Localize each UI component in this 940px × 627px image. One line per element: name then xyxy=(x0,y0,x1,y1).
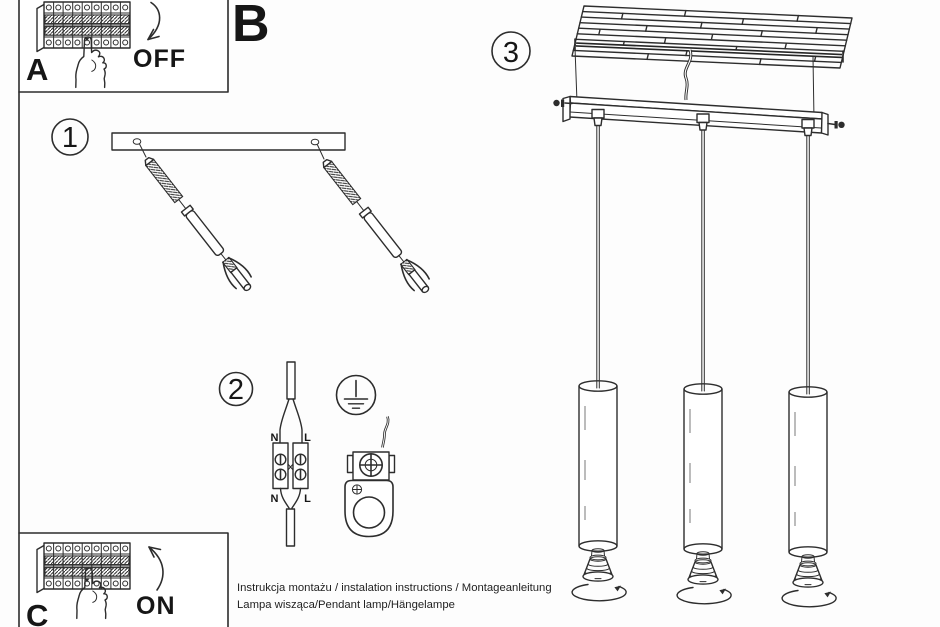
label-l-top: L xyxy=(304,432,311,444)
leader-right xyxy=(317,144,325,160)
terminal-block xyxy=(272,442,309,490)
off-label: OFF xyxy=(133,45,186,73)
bar-hole-right xyxy=(310,138,320,146)
label-l-bottom: L xyxy=(304,493,311,505)
earthing xyxy=(335,374,396,538)
leader-left xyxy=(139,143,147,158)
supply-cable-top xyxy=(279,361,303,444)
suspension-left xyxy=(574,47,578,103)
mains-off-panel: A OFF xyxy=(18,0,229,93)
step-1-badge xyxy=(51,118,89,156)
screw-anchor-icon xyxy=(138,151,258,297)
label-n-top: N xyxy=(271,432,279,444)
footer-title: Instrukcja montażu / instalation instruc… xyxy=(237,582,552,594)
on-label: ON xyxy=(136,592,176,620)
canopy-bar xyxy=(553,95,845,137)
mains-on-panel: C ON xyxy=(18,532,229,627)
step-1-mounting: 1 xyxy=(51,118,436,299)
pendant-lamp xyxy=(781,386,837,608)
mounting-bar xyxy=(111,132,346,151)
step-3-number: 3 xyxy=(503,37,519,69)
earth-terminal-icon xyxy=(346,451,396,481)
cable-gland xyxy=(591,108,605,127)
screw-anchor-icon xyxy=(316,153,436,299)
step-3-assembly: 3 xyxy=(491,6,852,608)
cable-gland xyxy=(801,118,815,137)
pendant-lamp xyxy=(571,380,627,602)
pendant-lamp xyxy=(676,383,732,605)
lamp-cable-bottom xyxy=(279,487,302,547)
footer-subtitle: Lampa wisząca/Pendant lamp/Hängelampe xyxy=(237,599,455,611)
earth-symbol-icon xyxy=(335,374,377,416)
step-3-badge xyxy=(491,31,531,71)
mounting-bracket xyxy=(344,479,394,538)
panel-a-label: A xyxy=(26,52,48,87)
cable-gland xyxy=(696,113,710,131)
step-1-number: 1 xyxy=(62,122,78,154)
block-gap-mark xyxy=(287,464,294,470)
step-2-number: 2 xyxy=(228,374,244,406)
terminal-screws xyxy=(274,453,307,481)
suspension-right xyxy=(812,56,815,121)
bar-hole-left xyxy=(132,138,142,145)
off-arrow-icon xyxy=(147,1,161,41)
step-2-wiring: 2 N L N L xyxy=(218,361,396,547)
panel-c-label: C xyxy=(26,598,48,627)
ceiling-planks xyxy=(572,6,852,68)
side-screw-icon xyxy=(827,121,845,129)
breaker-panel-icon xyxy=(36,542,131,594)
breaker-panel-icon xyxy=(36,1,131,53)
pendant-cables xyxy=(596,125,810,395)
label-n-bottom: N xyxy=(271,493,279,505)
side-screw-icon xyxy=(553,99,573,107)
on-arrow-icon xyxy=(148,546,164,591)
section-b-label: B xyxy=(232,0,270,53)
step-2-badge xyxy=(218,371,254,407)
